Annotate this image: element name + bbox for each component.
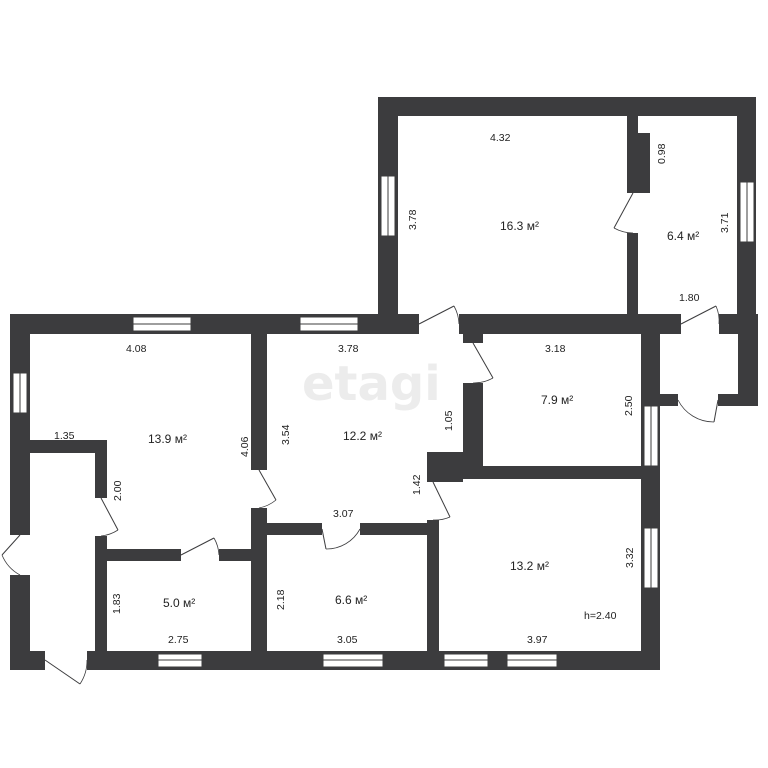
room-area-label: 5.0 м²	[163, 596, 195, 610]
dimension-label: 3.78	[338, 343, 359, 355]
dimension-label: 2.18	[275, 589, 287, 610]
room-area-label: 16.3 м²	[500, 219, 539, 233]
window	[322, 653, 384, 668]
ceiling-height-label: h=2.40	[584, 610, 617, 622]
dimension-label: 4.32	[490, 132, 511, 144]
dimension-label: 2.50	[623, 395, 635, 416]
dimension-label: 1.80	[679, 292, 700, 304]
window	[506, 653, 558, 668]
dimension-label: 1.35	[54, 430, 75, 442]
door	[1, 534, 31, 576]
window	[643, 527, 659, 589]
door	[462, 342, 494, 384]
room-areas: 16.3 м² 6.4 м² 13.9 м² 12.2 м² 7.9 м² 13…	[148, 219, 699, 610]
room-area-label: 12.2 м²	[343, 429, 382, 443]
dimension-label: 3.05	[337, 634, 358, 646]
dimension-label: 3.97	[527, 634, 548, 646]
door	[426, 481, 451, 521]
door	[418, 305, 460, 335]
doors	[1, 192, 720, 685]
window	[299, 316, 359, 332]
door	[180, 537, 220, 562]
dimension-label: 3.32	[624, 547, 636, 568]
dimension-label: 2.75	[168, 634, 189, 646]
dimension-label: 3.07	[333, 508, 354, 520]
dimension-label: 3.54	[280, 424, 292, 445]
door	[321, 522, 361, 550]
room-area-label: 6.4 м²	[667, 229, 699, 243]
dimension-label: 4.06	[239, 436, 251, 457]
window	[643, 405, 659, 467]
room-area-label: 13.9 м²	[148, 432, 187, 446]
window	[380, 175, 396, 237]
dimension-label: 1.83	[111, 593, 123, 614]
dimension-label: 0.98	[656, 143, 668, 164]
window	[443, 653, 489, 668]
dimension-label: 1.42	[411, 474, 423, 495]
dimensions: 4.32 0.98 3.78 3.71 1.80 4.08 3.78 3.18 …	[54, 132, 731, 646]
room-area-label: 13.2 м²	[510, 559, 549, 573]
dimension-label: 3.71	[719, 212, 731, 233]
door	[250, 469, 277, 509]
room-area-label: 7.9 м²	[541, 393, 573, 407]
dimension-label: 2.00	[112, 480, 124, 501]
room-area-label: 6.6 м²	[335, 593, 367, 607]
door	[677, 393, 719, 423]
windows	[12, 175, 755, 668]
door	[44, 650, 88, 685]
dimension-label: 1.05	[443, 410, 455, 431]
door	[94, 497, 119, 537]
dimension-label: 3.78	[407, 209, 419, 230]
door	[613, 192, 640, 234]
window	[157, 653, 203, 668]
watermark: etagi	[302, 356, 441, 412]
window	[739, 181, 755, 243]
window	[12, 372, 28, 414]
window	[132, 316, 192, 332]
dimension-label: 4.08	[126, 343, 147, 355]
door	[680, 305, 720, 335]
dimension-label: 3.18	[545, 343, 566, 355]
